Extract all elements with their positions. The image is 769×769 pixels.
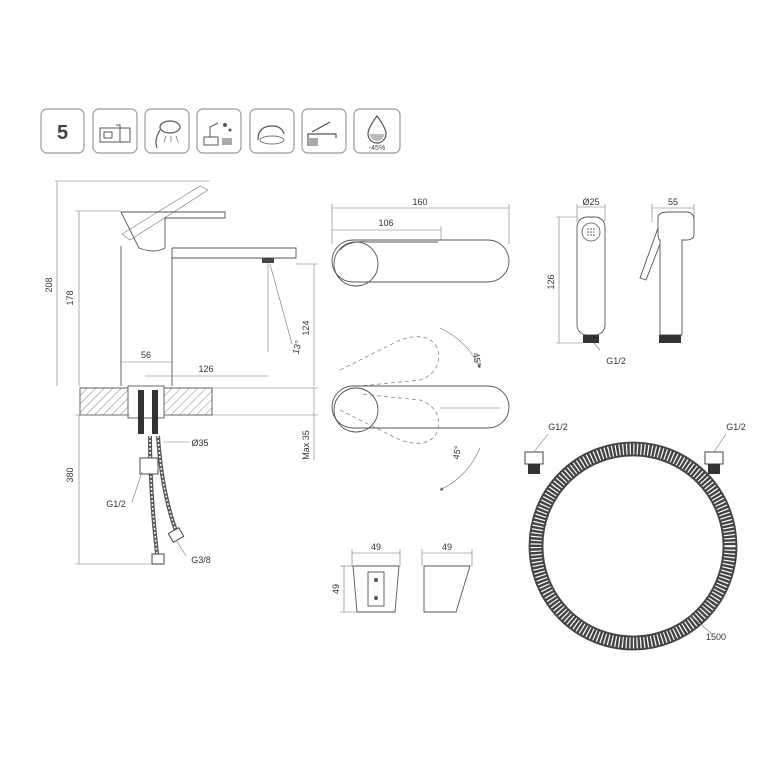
shower-head-icon	[144, 108, 190, 154]
dim-faucet-height-spout: 178	[65, 290, 75, 305]
label-shower-thread: G1/2	[606, 356, 626, 366]
dim-rotation-down: 45°	[451, 445, 463, 461]
dim-holder-width-front: 49	[371, 542, 381, 552]
dim-spout-angle: 13°	[291, 339, 304, 355]
dim-rotation-up: 45°	[471, 352, 483, 368]
dim-handle-total-length: 160	[412, 197, 427, 207]
water-saving-icon: -45%	[353, 108, 401, 154]
eco-handle-icon	[249, 108, 295, 154]
shower-hose-view: G1/2 G1/2 1500	[524, 422, 746, 651]
dim-handle-lever-length: 106	[378, 218, 393, 228]
holder-front-view: 49 49	[331, 542, 401, 613]
badge-number: 5	[57, 122, 68, 144]
feature-icon-row: 5	[40, 108, 401, 154]
label-hose-thread-right: G1/2	[726, 422, 746, 432]
faucet-side-view: 208 178 13° 124 56 126 Max 35	[44, 180, 318, 565]
dim-base-width: 56	[141, 350, 151, 360]
dim-shower-diameter: Ø25	[582, 197, 599, 207]
hand-shower-side-view: 55	[639, 197, 695, 343]
dim-hose-length: 380	[65, 467, 75, 482]
label-thread-connection: G3/8	[191, 555, 211, 565]
dim-hose-length-total: 1500	[706, 632, 726, 642]
soap-dispenser-icon	[196, 108, 242, 154]
dim-shower-height: 126	[546, 274, 556, 289]
dim-max-thickness: Max 35	[301, 430, 311, 460]
hand-shower-front-view: Ø25 126 G1/2	[546, 197, 626, 366]
dim-faucet-height-total: 208	[44, 277, 54, 292]
dim-spout-reach: 126	[198, 364, 213, 374]
handle-top-view: 160 106	[331, 197, 510, 287]
holder-side-view: 49	[421, 542, 473, 613]
dim-hole-diameter: Ø35	[191, 438, 208, 448]
dim-holder-height: 49	[331, 584, 341, 594]
water-saving-label: -45%	[369, 145, 385, 152]
faucet-lever-icon	[301, 108, 347, 154]
dim-spout-clearance: 124	[301, 320, 311, 335]
basin-bathroom-icon	[92, 108, 138, 154]
handle-rotation-view: 45° 45°	[331, 327, 510, 491]
dim-holder-width-side: 49	[442, 542, 452, 552]
label-hose-thread-left: G1/2	[548, 422, 568, 432]
label-thread-hose: G1/2	[106, 499, 126, 509]
number-badge: 5	[40, 108, 85, 154]
dim-shower-depth: 55	[668, 197, 678, 207]
